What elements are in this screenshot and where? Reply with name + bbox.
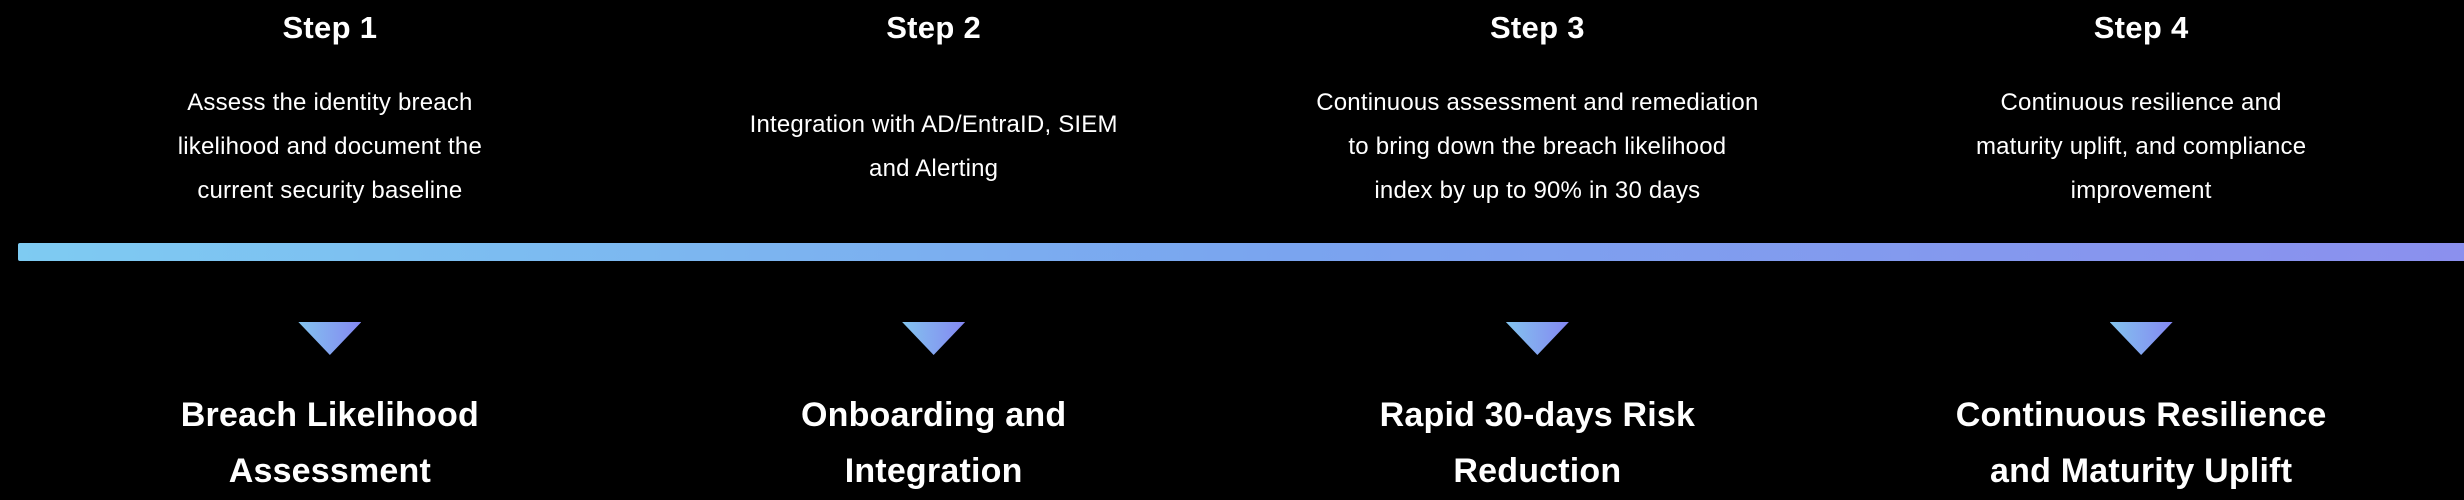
step-4-column: Step 4 Continuous resilience and maturit… bbox=[1839, 0, 2443, 242]
step-1-header: Step 1 bbox=[282, 10, 378, 45]
step-4-result-column: Continuous Resilience and Maturity Uplif… bbox=[1839, 322, 2443, 499]
step-1-column: Step 1 Assess the identity breach likeli… bbox=[28, 0, 632, 242]
step-3-description-wrap: Continuous assessment and remediation to… bbox=[1236, 52, 1840, 242]
step-2-description: Integration with AD/EntraID, SIEM and Al… bbox=[749, 111, 1118, 182]
step-3-title: Rapid 30-days Risk Reduction bbox=[1379, 396, 1696, 490]
step-3-result-column: Rapid 30-days Risk Reduction bbox=[1236, 322, 1840, 499]
arrow-down-icon bbox=[902, 322, 966, 355]
step-1-title: Breach Likelihood Assessment bbox=[180, 396, 479, 490]
step-3-description: Continuous assessment and remediation to… bbox=[1316, 89, 1759, 204]
steps-title-row: Breach Likelihood Assessment Onboarding … bbox=[28, 322, 2443, 499]
step-3-column: Step 3 Continuous assessment and remedia… bbox=[1236, 0, 1840, 242]
step-1-result-column: Breach Likelihood Assessment bbox=[28, 322, 632, 499]
arrow-down-icon bbox=[1505, 322, 1569, 355]
step-2-description-wrap: Integration with AD/EntraID, SIEM and Al… bbox=[632, 52, 1236, 242]
step-2-result-column: Onboarding and Integration bbox=[632, 322, 1236, 499]
step-2-header: Step 2 bbox=[886, 10, 982, 45]
arrow-down-icon bbox=[298, 322, 362, 355]
step-4-header: Step 4 bbox=[2093, 10, 2189, 45]
step-1-description: Assess the identity breach likelihood an… bbox=[177, 89, 483, 204]
step-2-column: Step 2 Integration with AD/EntraID, SIEM… bbox=[632, 0, 1236, 242]
step-4-description-wrap: Continuous resilience and maturity uplif… bbox=[1839, 52, 2443, 242]
step-4-title: Continuous Resilience and Maturity Uplif… bbox=[1955, 396, 2327, 490]
arrow-down-icon bbox=[2109, 322, 2173, 355]
step-1-description-wrap: Assess the identity breach likelihood an… bbox=[28, 52, 632, 242]
steps-header-row: Step 1 Assess the identity breach likeli… bbox=[28, 0, 2443, 242]
step-2-title: Onboarding and Integration bbox=[800, 396, 1067, 490]
step-3-header: Step 3 bbox=[1489, 10, 1585, 45]
gradient-timeline-bar bbox=[18, 243, 2464, 261]
step-4-description: Continuous resilience and maturity uplif… bbox=[1975, 89, 2307, 204]
